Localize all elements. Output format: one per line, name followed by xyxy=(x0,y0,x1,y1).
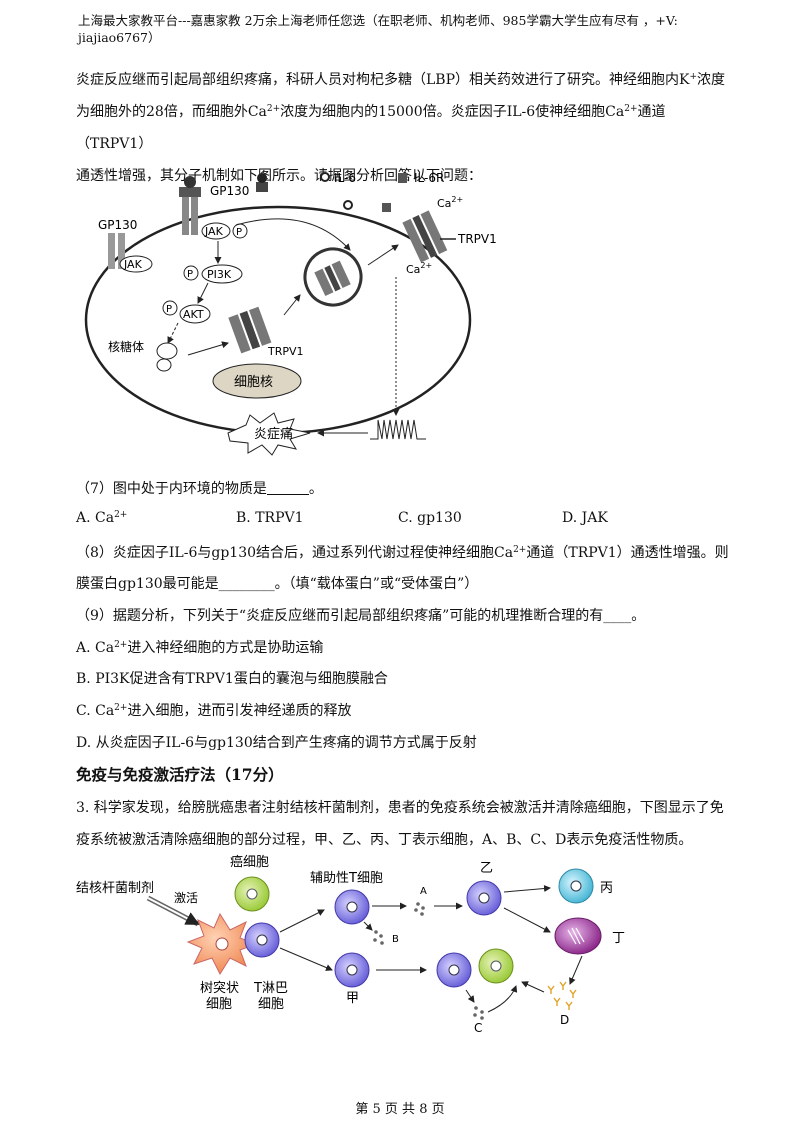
bing-label: 丙 xyxy=(600,881,613,896)
p-label-1: P xyxy=(236,227,242,238)
jak-label-1: JAK xyxy=(123,258,143,271)
page-header: 上海最大家教平台---嘉惠家教 2万余上海老师任您选（在职老师、机构老师、985… xyxy=(78,12,728,46)
il6-icon xyxy=(320,172,330,182)
il6r-label: IL-6R xyxy=(414,171,444,185)
q9-option-a[interactable]: A. Ca2+进入神经细胞的方式是协助运输 xyxy=(76,640,324,656)
antibody-d-icons xyxy=(547,981,577,1010)
cancer-label: 癌细胞 xyxy=(230,854,269,870)
q7-stem: （7）图中处于内环境的物质是 。 xyxy=(76,478,323,498)
pain-label: 炎症痛 xyxy=(254,426,293,442)
q7-option-b[interactable]: B. TRPV1 xyxy=(236,510,304,526)
q8-line-1: （8）炎症因子IL-6与gp130结合后，通过系列代谢过程使神经细胞Ca2+通道… xyxy=(76,545,729,561)
p-label-3: P xyxy=(166,304,172,315)
tcell-label-2: 细胞 xyxy=(258,997,284,1012)
answer-blank[interactable] xyxy=(266,480,309,495)
tb-label: 结核杆菌制剂 xyxy=(76,881,154,896)
gp130-label-left: GP130 xyxy=(98,218,137,232)
q9-option-b[interactable]: B. PI3K促进含有TRPV1蛋白的囊泡与细胞膜融合 xyxy=(76,671,388,687)
il6-molecule xyxy=(343,200,353,210)
intro-line-2c: 通道（TRPV1） xyxy=(76,104,666,152)
section-title: 免疫与免疫激活疗法（17分） xyxy=(76,765,284,784)
intro-line-2b: 浓度为细胞内的15000倍。炎症因子IL-6使神经细胞Ca xyxy=(280,104,625,120)
substance-d-label: D xyxy=(560,1013,569,1027)
q7-text: （7）图中处于内环境的物质是 xyxy=(76,481,267,497)
phosphate-2 xyxy=(183,265,199,281)
pi3k-node xyxy=(201,264,243,284)
yi-label: 乙 xyxy=(480,861,493,876)
jak-node-2 xyxy=(201,222,231,240)
gp130-label-top: GP130 xyxy=(210,184,249,198)
substance-c-label: C xyxy=(474,1021,482,1032)
header-line-1: 上海最大家教平台---嘉惠家教 2万余上海老师任您选（在职老师、机构老师、985… xyxy=(78,13,678,28)
q9-option-d[interactable]: D. 从炎症因子IL-6与gp130结合到产生疼痛的调节方式属于反射 xyxy=(76,735,477,751)
jak-node-1 xyxy=(119,255,153,273)
nucleus xyxy=(212,363,302,399)
helper-t-label: 辅助性T细胞 xyxy=(310,871,383,886)
intro-line-1b: 浓度 xyxy=(697,72,726,88)
tcell-label-1: T淋巴 xyxy=(253,981,288,996)
q3-line-2: 疫系统被激活清除癌细胞的部分过程，甲、乙、丙、丁表示细胞，A、B、C、D表示免疫… xyxy=(76,832,693,848)
header-line-2: jiajiao6767） xyxy=(78,30,161,45)
q9-stem: （9）据题分析，下列关于“炎症反应继而引起局部组织疼痛”可能的机理推断合理的有_… xyxy=(76,608,646,624)
intro-line-1: 炎症反应继而引起局部组织疼痛，科研人员对枸杞多糖（LBP）相关药效进行了研究。神… xyxy=(76,72,690,88)
il6-label: IL-6 xyxy=(334,171,356,185)
substance-a-dots xyxy=(414,902,425,916)
nucleus-label: 细胞核 xyxy=(234,375,273,390)
il6-ligand-free xyxy=(256,173,268,192)
ding-label: 丁 xyxy=(612,931,625,946)
ribosome-label: 核糖体 xyxy=(108,339,144,354)
sup: 2+ xyxy=(624,104,638,114)
substance-a-label: A xyxy=(420,886,427,897)
page-footer: 第 5 页 共 8 页 xyxy=(355,1102,445,1117)
cell-ding xyxy=(554,917,602,955)
substance-c-dots xyxy=(473,1006,484,1020)
gp130-receptor-top xyxy=(179,176,201,235)
akt-label: AKT xyxy=(183,308,204,321)
dendritic-label-1: 树突状 xyxy=(200,980,239,996)
q7-end: 。 xyxy=(308,481,323,497)
substance-b-label: B xyxy=(392,934,399,945)
action-potential-trace xyxy=(370,419,426,440)
q8-line-2: 膜蛋白gp130最可能是________。（填“载体蛋白”或“受体蛋白”） xyxy=(76,576,479,592)
jia-label: 甲 xyxy=(346,991,359,1006)
p-label-2: P xyxy=(187,269,193,280)
q3-line-1: 3. 科学家发现，给膀胱癌患者注射结核杆菌制剂，患者的免疫系统会被激活并清除癌细… xyxy=(76,800,724,816)
pi3k-label: PI3K xyxy=(207,268,232,281)
pain-burst-icon xyxy=(227,412,311,456)
gp130-receptor-left xyxy=(108,233,125,269)
mechanism-diagram: GP130 GP130 IL-6 IL-6R Ca2+ TRPV1 Ca2+ J… xyxy=(84,171,497,456)
intro-paragraph: 炎症反应继而引起局部组织疼痛，科研人员对枸杞多糖（LBP）相关药效进行了研究。神… xyxy=(76,64,726,192)
substance-b-dots xyxy=(373,930,384,945)
trpv1-label-right: TRPV1 xyxy=(457,232,497,246)
intro-line-3: 通透性增强，其分子机制如下图所示。请据图分析回答以下问题： xyxy=(76,168,482,184)
q7-option-a[interactable]: A. Ca2+ xyxy=(76,510,128,526)
il6r-molecule xyxy=(382,203,391,212)
ca-top-label: Ca2+ xyxy=(437,195,463,210)
activate-label: 激活 xyxy=(174,891,198,905)
q9-option-c[interactable]: C. Ca2+进入细胞，进而引发神经递质的释放 xyxy=(76,703,352,719)
immune-diagram: 结核杆菌制剂 激活 树突状 细胞 癌细胞 T淋巴 细胞 辅助性T细胞 A B 甲… xyxy=(76,854,625,1032)
phosphate-3 xyxy=(162,300,178,316)
ribosome xyxy=(156,342,178,372)
q7-option-d[interactable]: D. JAK xyxy=(562,510,608,526)
trpv1-label-middle: TRPV1 xyxy=(267,345,304,358)
nucleus-icon xyxy=(215,937,229,951)
akt-node xyxy=(179,304,211,324)
trpv1-vesicle xyxy=(303,247,363,307)
sup: + xyxy=(689,72,698,82)
intro-line-2a: 为细胞外的28倍，而细胞外Ca xyxy=(76,104,267,120)
ca-in-label: Ca2+ xyxy=(406,261,432,276)
sup: 2+ xyxy=(266,104,281,114)
q7-option-c[interactable]: C. gp130 xyxy=(398,510,462,526)
trpv1-channel-middle xyxy=(228,306,272,354)
jak-label-2: JAK xyxy=(204,225,224,238)
il6r-icon xyxy=(398,173,407,183)
trpv1-channel-right xyxy=(402,210,448,263)
dendritic-label-2: 细胞 xyxy=(206,997,232,1012)
